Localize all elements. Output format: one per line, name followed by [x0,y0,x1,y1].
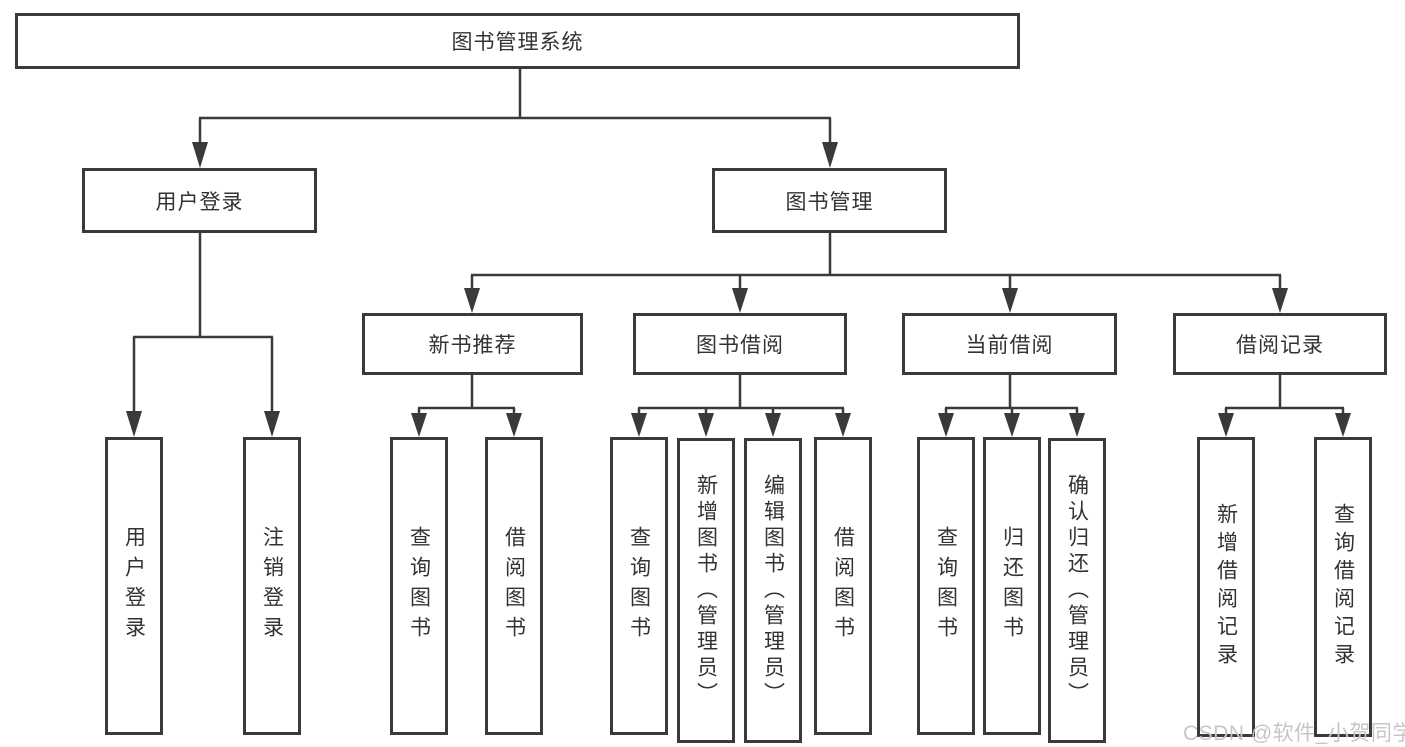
leaf-query-book-recommend: 查询图书 [390,437,448,735]
leaf-return-book: 归还图书 [983,437,1041,735]
node-book-borrow: 图书借阅 [633,313,847,375]
leaf-edit-book-admin: 编辑图书（管理员） [744,438,802,743]
node-root: 图书管理系统 [15,13,1020,69]
leaf-add-book-admin: 新增图书（管理员） [677,438,735,743]
node-label: 借阅图书 [831,526,855,646]
leaf-borrow-book: 借阅图书 [814,437,872,735]
csdn-watermark: CSDN @软件_小贺同学 [1183,722,1405,745]
node-label: 归还图书 [1000,526,1024,646]
leaf-confirm-return-admin: 确认归还（管理员） [1048,438,1106,743]
node-label: 用户登录 [155,190,244,214]
node-label: 借阅图书 [502,526,526,646]
node-label: 新增借阅记录 [1214,503,1238,671]
node-label: 图书借阅 [696,334,784,357]
node-label: 新增图书（管理员） [694,473,718,708]
leaf-query-book-current: 查询图书 [917,437,975,735]
leaf-borrow-book-recommend: 借阅图书 [485,437,543,735]
node-label: 图书管理系统 [451,31,584,54]
node-label: 查询借阅记录 [1331,503,1355,671]
arrowheads [126,142,1351,437]
node-label: 查询图书 [627,526,651,646]
node-label: 用户登录 [122,526,146,646]
node-book-management: 图书管理 [712,168,947,233]
leaf-add-borrow-record: 新增借阅记录 [1197,437,1255,737]
node-label: 查询图书 [407,526,431,646]
node-label: 借阅记录 [1236,334,1324,357]
leaf-query-borrow-record: 查询借阅记录 [1314,437,1372,737]
node-label: 编辑图书（管理员） [761,473,785,708]
node-label: 图书管理 [785,190,874,214]
leaf-user-login: 用户登录 [105,437,163,735]
node-new-book-recommend: 新书推荐 [362,313,583,375]
node-label: 查询图书 [934,526,958,646]
node-label: 当前借阅 [965,334,1054,357]
leaf-query-book-borrow: 查询图书 [610,437,668,735]
node-label: 确认归还（管理员） [1065,473,1089,708]
leaf-logout: 注销登录 [243,437,301,735]
node-label: 注销登录 [260,526,284,646]
node-user-login: 用户登录 [82,168,317,233]
node-current-borrow: 当前借阅 [902,313,1117,375]
node-borrow-record: 借阅记录 [1173,313,1387,375]
node-label: 新书推荐 [428,334,517,357]
